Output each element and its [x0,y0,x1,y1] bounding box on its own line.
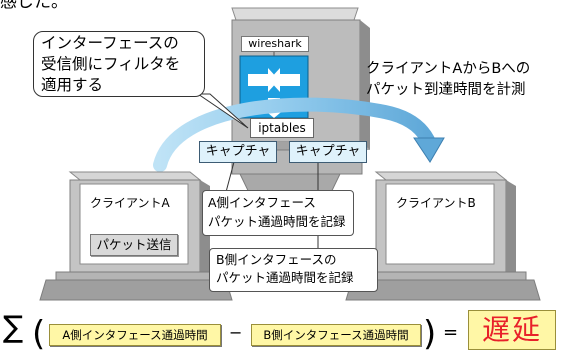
iptables-label: iptables [250,118,314,138]
filter-callout-tail [196,93,249,129]
send-packet-button[interactable]: パケット送信 [90,234,178,256]
side-a-callout-tail [225,161,235,193]
arc-arrowhead-icon [413,137,445,163]
filter-callout-text: インターフェースの 受信側にフィルタを 適用する [41,34,181,94]
left-paren: ( [32,314,45,354]
client-b-computer [345,171,541,301]
client-b-label: クライアントB [396,196,476,210]
formula-term-b: B側インタフェース通過時間 [251,324,421,346]
sigma-symbol: ∑ [3,310,24,345]
side-a-callout [202,190,354,236]
minus-sign: − [229,323,243,342]
filter-callout [33,31,205,97]
client-a-label: クライアントA [90,196,170,210]
delay-result: 遅延 [468,310,556,350]
transfer-arc [153,97,435,172]
formula-term-a: A側インタフェース通過時間 [49,324,221,346]
side-a-callout-text: A側インタフェース パケット通過時間を記録 [208,195,346,229]
side-b-callout-text: B側インタフェースの パケット通過時間を記録 [216,252,354,285]
wireshark-label: wireshark [241,36,309,52]
measure-annotation: クライアントAからBへの パケット到達時間を計測 [366,61,531,98]
capture-left-tag: キャプチャ [199,141,277,163]
equals-sign: = [443,322,459,343]
header-text: 感じた。 [0,0,68,12]
right-paren: ) [423,314,436,354]
capture-right-tag: キャプチャ [289,141,367,163]
side-b-callout [209,248,378,292]
